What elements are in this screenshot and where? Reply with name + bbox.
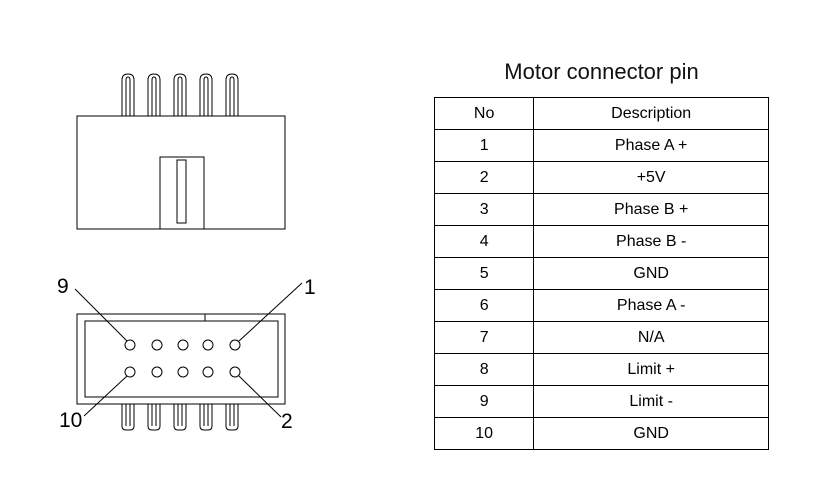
pin-table: No Description 1 Phase A + 2 +5V 3 Phase…	[433, 97, 769, 450]
side-pin	[147, 73, 161, 116]
cell-description: Phase A -	[533, 289, 769, 322]
cell-no: 5	[433, 257, 535, 290]
pin-hole	[124, 339, 136, 351]
table-row: 2 +5V	[433, 161, 769, 194]
cell-description: Limit -	[533, 385, 769, 418]
leader-line-pin-9	[74, 288, 128, 342]
side-pin	[121, 73, 135, 116]
pin-hole	[177, 339, 189, 351]
table-row: 4 Phase B -	[433, 225, 769, 258]
front-view-housing-inner	[84, 320, 279, 398]
pin-label-10: 10	[59, 409, 82, 432]
pin-hole	[202, 366, 214, 378]
side-pin	[225, 73, 239, 116]
front-view-pin-holes-top-row	[124, 339, 241, 351]
cell-description: GND	[533, 417, 769, 450]
pin-hole	[151, 366, 163, 378]
table-row: 10 GND	[433, 417, 769, 450]
table-header-row: No Description	[433, 97, 769, 130]
cell-no: 4	[433, 225, 535, 258]
table-row: 7 N/A	[433, 321, 769, 354]
side-view-top-pins	[121, 73, 239, 116]
pin-hole	[229, 339, 241, 351]
leader-line-pin-2	[238, 375, 282, 418]
bottom-pin	[121, 404, 135, 431]
connector-side-view	[76, 73, 286, 230]
cell-no: 2	[433, 161, 535, 194]
side-view-key-slot	[159, 156, 205, 230]
cell-description: GND	[533, 257, 769, 290]
side-view-housing	[76, 115, 286, 230]
table-row: 6 Phase A -	[433, 289, 769, 322]
front-view-pin-holes-bottom-row	[124, 366, 241, 378]
table-row: 1 Phase A +	[433, 129, 769, 162]
table-title: Motor connector pin	[504, 59, 699, 84]
front-view-housing-outer	[76, 313, 286, 405]
cell-description: Limit +	[533, 353, 769, 386]
cell-description: Phase A +	[533, 129, 769, 162]
side-pin	[199, 73, 213, 116]
bottom-pin	[199, 404, 213, 431]
cell-no: 9	[433, 385, 535, 418]
pin-label-1: 1	[304, 276, 316, 299]
pin-label-9: 9	[57, 275, 69, 298]
bottom-pin	[225, 404, 239, 431]
cell-description: Phase B -	[533, 225, 769, 258]
cell-description: +5V	[533, 161, 769, 194]
cell-no: 1	[433, 129, 535, 162]
table-row: 5 GND	[433, 257, 769, 290]
pin-hole	[151, 339, 163, 351]
cell-no: 6	[433, 289, 535, 322]
side-pin	[173, 73, 187, 116]
cell-no: 3	[433, 193, 535, 226]
cell-description: Phase B +	[533, 193, 769, 226]
table-row: 9 Limit -	[433, 385, 769, 418]
cell-no: 7	[433, 321, 535, 354]
side-view-key-inner	[176, 159, 187, 224]
leader-line-pin-10	[83, 375, 128, 417]
bottom-pin	[147, 404, 161, 431]
table-row: 3 Phase B +	[433, 193, 769, 226]
pin-hole	[229, 366, 241, 378]
header-no: No	[433, 97, 535, 130]
connector-front-view	[74, 282, 303, 431]
bottom-pin	[173, 404, 187, 431]
cell-no: 10	[433, 417, 535, 450]
pin-hole	[124, 366, 136, 378]
front-view-bottom-pins	[121, 404, 239, 431]
pin-label-2: 2	[281, 410, 293, 433]
header-description: Description	[533, 97, 769, 130]
cell-description: N/A	[533, 321, 769, 354]
pin-hole	[177, 366, 189, 378]
leader-line-pin-1	[238, 282, 303, 342]
cell-no: 8	[433, 353, 535, 386]
pin-hole	[202, 339, 214, 351]
table-row: 8 Limit +	[433, 353, 769, 386]
